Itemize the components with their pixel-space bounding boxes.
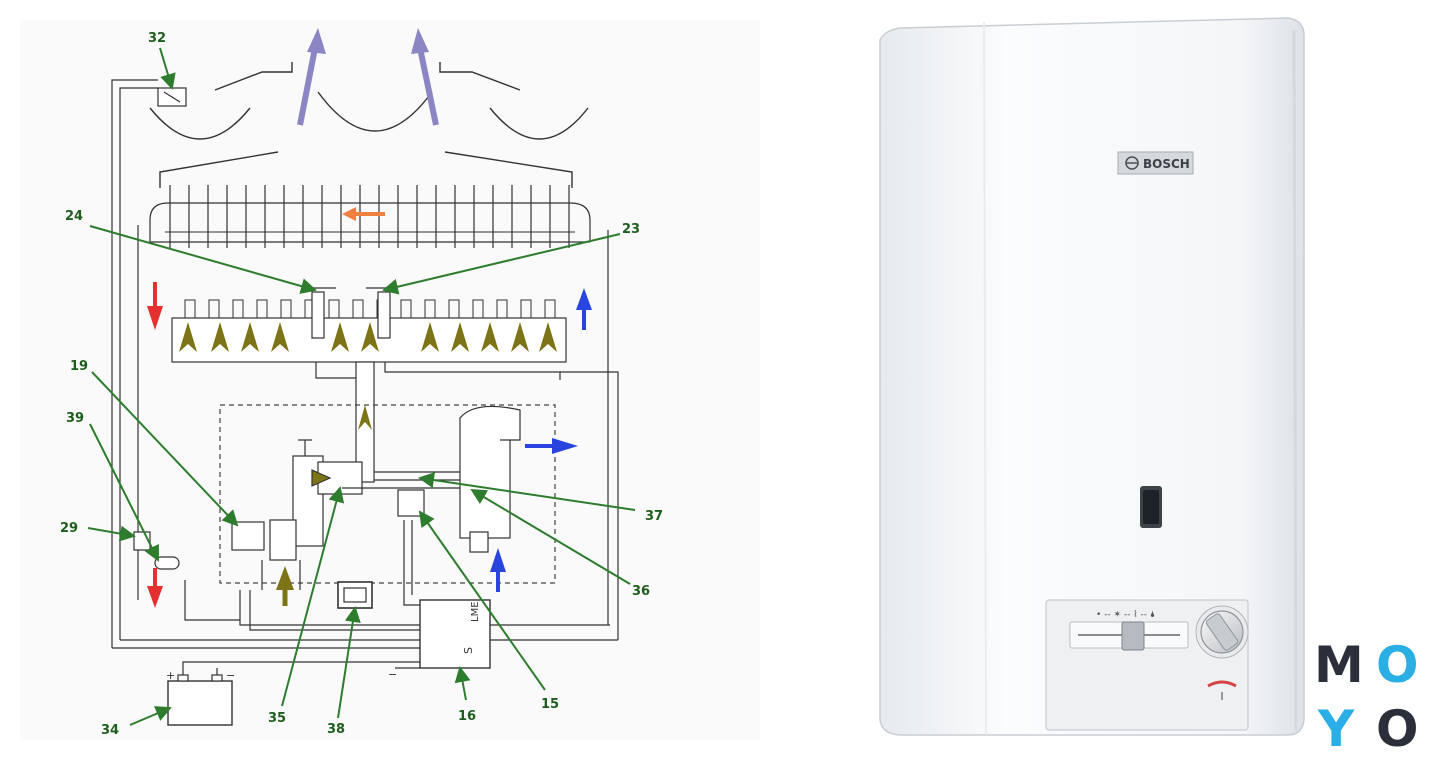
heater-right-edge (1292, 29, 1298, 731)
callout-34: 34 (101, 723, 119, 738)
flame (241, 322, 259, 352)
callout-23: 23 (622, 222, 640, 237)
burner-tooth (424, 299, 436, 319)
heat-exchanger (149, 185, 591, 248)
bosch-brand: BOSCH (1143, 157, 1190, 171)
battery-minus: − (226, 669, 235, 682)
pipes (184, 362, 610, 631)
burner-tooth (496, 299, 508, 319)
burner-tooth (280, 299, 292, 319)
overheat-sensor-32 (157, 87, 187, 107)
flame (511, 322, 529, 352)
control-box-minus: − (388, 668, 397, 681)
gas-valve (231, 405, 521, 590)
gas-inlet-arrow (276, 566, 294, 606)
flame (179, 322, 197, 352)
valve-region (219, 404, 556, 584)
bosch-badge: BOSCH (1117, 151, 1194, 175)
burner-tooth (208, 299, 220, 319)
burner-tooth (328, 299, 340, 319)
burner-tooth (544, 299, 556, 319)
flame (421, 322, 439, 352)
logo-letter-o1: O (1376, 636, 1419, 694)
burner-tooth (400, 299, 412, 319)
flame (451, 322, 469, 352)
switch-38-inner (343, 587, 367, 603)
heater-edge-highlight (983, 21, 987, 736)
gas-column (355, 361, 375, 483)
battery: + − (166, 661, 420, 726)
callout-24: 24 (65, 209, 83, 224)
callout-36: 36 (632, 584, 650, 599)
logo-letter-y: Y (1317, 700, 1355, 756)
callout-29: 29 (60, 521, 78, 536)
callout-32: 32 (148, 31, 166, 46)
flame (211, 322, 229, 352)
exhaust-arrow-left (297, 28, 326, 126)
casing-lines (111, 79, 619, 649)
water-heater: BOSCH • -- ✶ -- ⌇ -- 🌢 (879, 17, 1305, 736)
logo-letter-o2: O (1376, 700, 1419, 756)
schematic: LME S − + − (20, 20, 760, 740)
flame (331, 322, 349, 352)
temp-sensor-39 (154, 556, 180, 570)
burner-tooth (352, 299, 364, 319)
control-panel: • -- ✶ -- ⌇ -- 🌢 (1045, 599, 1249, 731)
callout-38: 38 (327, 722, 345, 737)
callout-15: 15 (541, 697, 559, 712)
hot-water-arrow-bottom (147, 568, 163, 608)
burner-tooth (448, 299, 460, 319)
electrodes (311, 287, 391, 339)
control-box-s: S (462, 647, 475, 654)
flame (539, 322, 557, 352)
leader-lines (87, 47, 636, 726)
burner-tooth (256, 299, 268, 319)
cold-water-arrow-top (576, 288, 592, 330)
knob-red-indicator (1207, 680, 1237, 688)
flame (481, 322, 499, 352)
control-box-label: LME (470, 601, 481, 622)
power-scale: • -- ✶ -- ⌇ -- 🌢 (1096, 609, 1155, 620)
schematic-background (20, 20, 760, 740)
burner-tooth (520, 299, 532, 319)
switch-38 (337, 581, 373, 609)
callout-19: 19 (70, 359, 88, 374)
hot-water-arrow-top (147, 282, 163, 330)
power-slider-handle[interactable] (1121, 621, 1145, 651)
moyo-logo: M O Y O (1314, 636, 1419, 758)
callout-35: 35 (268, 711, 286, 726)
control-box: LME S − (388, 599, 491, 681)
cold-water-arrow-right (525, 438, 578, 454)
knob-grip (1205, 613, 1239, 651)
burner-tooth (184, 299, 196, 319)
burner (171, 299, 567, 363)
cold-water-arrow-bottom (490, 548, 506, 592)
logo-letter-m: M (1314, 636, 1364, 694)
flame (271, 322, 289, 352)
orange-flow-arrow (342, 207, 385, 221)
callout-39: 39 (66, 411, 84, 426)
callout-labels: 32 24 23 19 39 29 37 36 34 35 38 16 15 (60, 31, 663, 738)
battery-plus: + (166, 669, 175, 682)
burner-tooth (472, 299, 484, 319)
burner-tooth (232, 299, 244, 319)
exhaust-arrow-right (411, 28, 439, 126)
callout-16: 16 (458, 709, 476, 724)
flame (361, 322, 379, 352)
flue-hood (149, 62, 589, 188)
callout-37: 37 (645, 509, 663, 524)
flame-window-inner (1143, 490, 1159, 524)
